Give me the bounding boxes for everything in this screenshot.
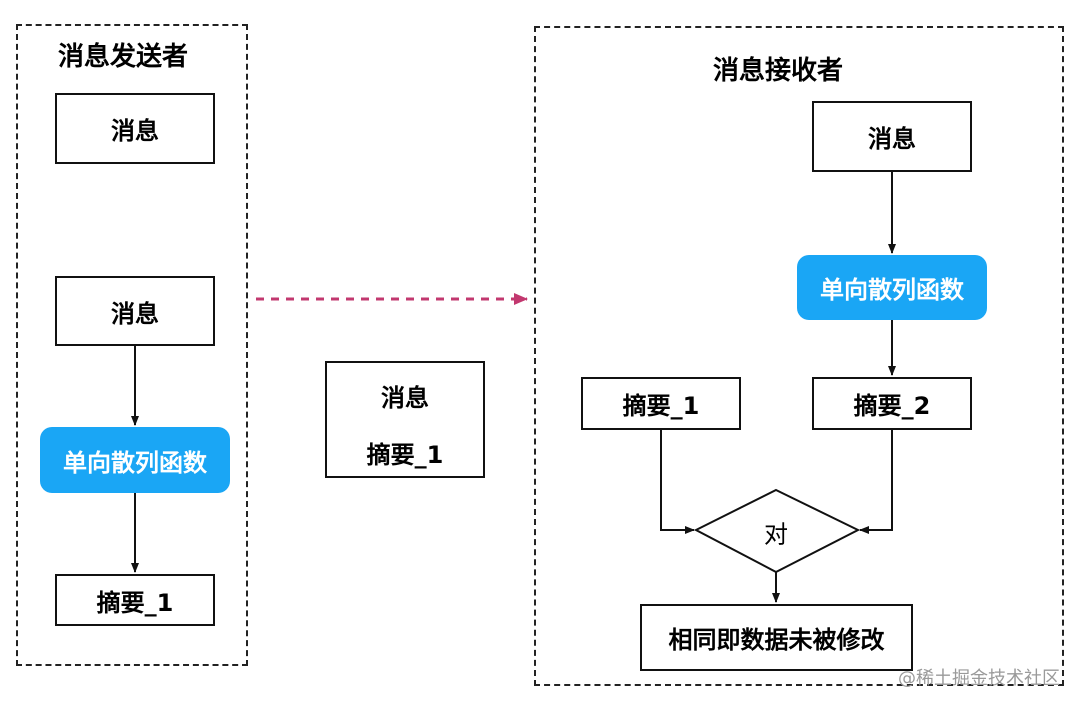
receiver-group — [534, 26, 1064, 686]
arrow-digest2-to-compare — [859, 430, 893, 534]
receiver-digest-computed: 摘要_2 — [812, 377, 972, 430]
transfer-digest: 摘要_1 — [366, 441, 444, 469]
receiver-title: 消息接收者 — [713, 56, 844, 86]
sender-message-top: 消息 — [55, 93, 215, 164]
sender-hash-function: 单向散列函数 — [40, 427, 230, 493]
sender-title: 消息发送者 — [58, 42, 189, 72]
sender-group — [16, 24, 248, 666]
transfer-package: 消息 摘要_1 — [325, 361, 485, 478]
compare-label: 对 — [764, 520, 788, 549]
receiver-message: 消息 — [812, 101, 972, 172]
watermark: @稀土掘金技术社区 — [898, 668, 1060, 689]
receiver-result: 相同即数据未被修改 — [640, 604, 913, 671]
transfer-message: 消息 — [381, 383, 429, 412]
receiver-hash-function: 单向散列函数 — [797, 255, 987, 320]
arrow-digest1-to-compare — [660, 430, 695, 534]
sender-message: 消息 — [55, 276, 215, 346]
sender-digest: 摘要_1 — [55, 574, 215, 626]
receiver-digest-received: 摘要_1 — [581, 377, 741, 430]
